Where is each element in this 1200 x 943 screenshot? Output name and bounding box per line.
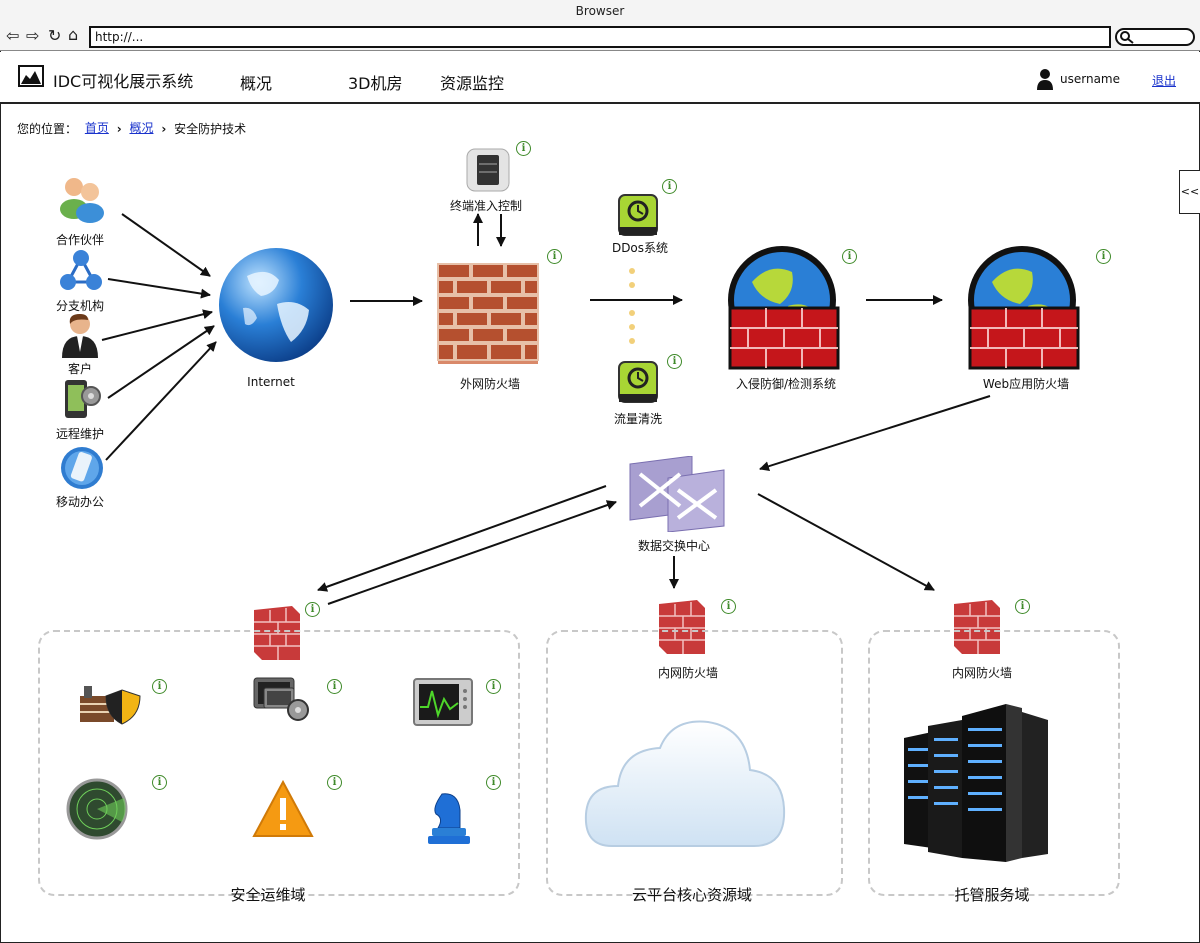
partner-label: 合作伙伴 <box>55 233 104 247</box>
customer-icon <box>62 314 98 358</box>
info-icon[interactable]: i <box>305 602 320 617</box>
breadcrumb-current: 安全防护技术 <box>174 122 247 136</box>
radar-icon <box>66 778 128 840</box>
info-icon[interactable]: i <box>721 599 736 614</box>
waf-label: Web应用防火墙 <box>982 377 1070 391</box>
cloud-zone-label: 云平台核心资源域 <box>631 886 752 904</box>
ips-firewall-icon <box>728 246 840 370</box>
app-title: IDC可视化展示系统 <box>53 72 194 91</box>
server-settings-icon <box>253 677 309 721</box>
branch-label: 分支机构 <box>55 299 104 313</box>
browser-search-box[interactable] <box>1115 28 1195 46</box>
search-icon <box>1120 31 1134 44</box>
warning-icon <box>252 780 314 837</box>
reload-icon[interactable]: ↻ <box>48 26 62 45</box>
home-icon[interactable]: ⌂ <box>68 25 79 44</box>
inner-firewall-label: 内网防火墙 <box>657 666 718 680</box>
forward-arrow-icon[interactable]: ⇨ <box>26 26 40 45</box>
inner-firewall-label: 内网防火墙 <box>951 666 1012 680</box>
monitor-graph-icon <box>413 678 473 726</box>
remote-label: 远程维护 <box>55 427 104 441</box>
info-icon[interactable]: i <box>547 249 562 264</box>
internet-label: Internet <box>247 375 295 389</box>
info-icon[interactable]: i <box>152 775 167 790</box>
traffic-cleaning-icon <box>618 361 658 403</box>
mobile-label: 移动办公 <box>55 495 104 509</box>
user-icon <box>1037 69 1053 90</box>
info-icon[interactable]: i <box>667 354 682 369</box>
breadcrumb: 您的位置： 首页 › 概况 › 安全防护技术 <box>17 119 246 137</box>
logo-icon <box>18 65 44 87</box>
waf-firewall-icon <box>968 246 1080 370</box>
info-icon[interactable]: i <box>486 775 501 790</box>
server-rack-icon <box>904 704 1048 862</box>
info-icon[interactable]: i <box>1096 249 1111 264</box>
partner-icon <box>60 178 104 223</box>
logout-link[interactable]: 退出 <box>1152 74 1177 88</box>
cloud-core-zone <box>546 630 843 896</box>
nav-resource-monitor[interactable]: 资源监控 <box>440 74 505 93</box>
back-arrow-icon[interactable]: ⇦ <box>6 26 20 45</box>
app-header <box>0 52 1200 104</box>
info-icon[interactable]: i <box>842 249 857 264</box>
chevron-right-icon: › <box>116 121 122 136</box>
hosting-zone <box>868 630 1120 896</box>
outer-firewall-label: 外网防火墙 <box>459 377 520 391</box>
terminal-access-label: 终端准入控制 <box>449 199 522 213</box>
info-icon[interactable]: i <box>662 179 677 194</box>
mobile-office-icon <box>61 447 103 489</box>
security-zone-label: 安全运维域 <box>230 886 306 904</box>
hosting-zone-label: 托管服务域 <box>954 886 1030 904</box>
ips-label: 入侵防御/检测系统 <box>735 377 837 391</box>
factory-shield-icon <box>80 686 141 725</box>
sidebar-toggle-button[interactable]: << <box>1179 170 1200 214</box>
internet-globe-icon <box>219 248 333 362</box>
info-icon[interactable]: i <box>327 679 342 694</box>
inner-firewall-icon <box>954 600 1000 654</box>
nav-overview[interactable]: 概况 <box>240 74 273 93</box>
ddos-icon <box>618 194 658 236</box>
info-icon[interactable]: i <box>516 141 531 156</box>
remote-maintenance-icon <box>65 380 101 418</box>
customer-label: 客户 <box>67 362 92 376</box>
ddos-label: DDos系统 <box>611 241 669 255</box>
branch-icon <box>60 250 102 290</box>
chevron-right-icon: › <box>161 121 167 136</box>
switch-label: 数据交换中心 <box>637 539 710 553</box>
cloud-icon <box>584 720 786 847</box>
security-ops-zone <box>38 630 520 896</box>
terminal-access-icon <box>466 148 510 192</box>
username: username <box>1060 72 1120 86</box>
info-icon[interactable]: i <box>1015 599 1030 614</box>
inner-firewall-icon <box>659 600 705 654</box>
breadcrumb-overview[interactable]: 概况 <box>129 121 154 135</box>
outer-firewall-icon <box>437 263 539 364</box>
data-switch-icon <box>629 456 725 532</box>
browser-title: Browser <box>0 0 1200 22</box>
breadcrumb-prefix: 您的位置： <box>17 122 78 136</box>
info-icon[interactable]: i <box>327 775 342 790</box>
nav-3d-room[interactable]: 3D机房 <box>348 74 403 93</box>
info-icon[interactable]: i <box>486 679 501 694</box>
security-zone-firewall-icon <box>254 606 300 660</box>
cleaning-label: 流量清洗 <box>613 412 662 426</box>
chess-knight-icon <box>428 793 470 844</box>
address-bar[interactable]: http://... <box>89 26 1111 48</box>
breadcrumb-home[interactable]: 首页 <box>84 121 109 135</box>
info-icon[interactable]: i <box>152 679 167 694</box>
